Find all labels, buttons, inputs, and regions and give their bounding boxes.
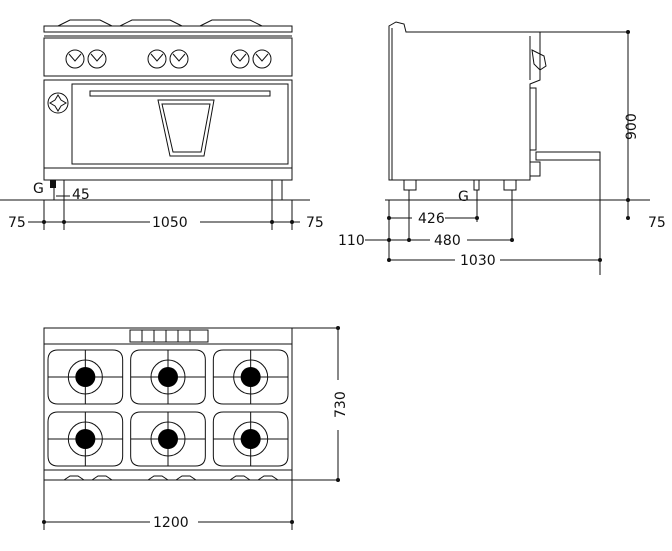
right-margin-dim: 75 [306, 215, 324, 231]
side-gas-label: G [458, 189, 469, 205]
gas-connection [50, 180, 56, 188]
gas-offset-dim: 45 [72, 187, 90, 203]
height-dim: 900 [624, 113, 640, 140]
side-door-handle [530, 87, 537, 151]
front-view: G 45 75 1050 75 [0, 19, 324, 231]
side-gas-connection [473, 179, 480, 191]
knob-icon [87, 49, 107, 69]
open-door [535, 151, 601, 161]
burners [67, 359, 269, 457]
front-grates [43, 19, 293, 37]
burner-icon [240, 367, 261, 387]
control-panel-top [129, 329, 209, 343]
control-panel [43, 37, 293, 77]
burner-ring [150, 421, 186, 457]
knob-row-top [63, 475, 279, 481]
side-view: G 900 75 426 110 480 1030 [338, 21, 666, 275]
control-knobs [65, 49, 272, 69]
knob-icon [169, 49, 189, 69]
burner-ring [67, 421, 103, 457]
burner-ring [150, 359, 186, 395]
floor-offset-dim: 75 [648, 215, 666, 231]
burner-icon [75, 367, 96, 387]
gas-depth-dim: 426 [418, 211, 445, 227]
foot-offset-dim: 110 [338, 233, 365, 249]
burner-icon [158, 367, 178, 387]
burner-ring [233, 421, 269, 457]
knob-icon [65, 49, 85, 69]
base-plinth [43, 167, 293, 181]
knob-icon [230, 49, 250, 69]
foot-depth-dim: 480 [434, 233, 461, 249]
top-depth-dim: 730 [333, 391, 349, 418]
top-view: 1200 730 [42, 326, 349, 531]
side-feet [403, 179, 517, 191]
knob-icon [147, 49, 167, 69]
oven-handle [89, 90, 271, 97]
oven-window [157, 99, 215, 157]
burner-icon [240, 429, 261, 449]
side-body [388, 21, 541, 181]
gas-label: G [33, 181, 44, 197]
burner-ring [233, 359, 269, 395]
oven-door [71, 83, 289, 165]
oven-body [43, 79, 293, 169]
total-depth-dim: 1030 [460, 253, 496, 269]
left-margin-dim: 75 [8, 215, 26, 231]
top-width-dim: 1200 [153, 515, 189, 531]
burner-icon [158, 429, 178, 449]
width-dim: 1050 [152, 215, 188, 231]
burner-ring [67, 359, 103, 395]
knob-icon [252, 49, 272, 69]
side-knob-icon [531, 49, 547, 71]
oven-knob-icon [47, 92, 69, 114]
burner-icon [75, 429, 96, 449]
